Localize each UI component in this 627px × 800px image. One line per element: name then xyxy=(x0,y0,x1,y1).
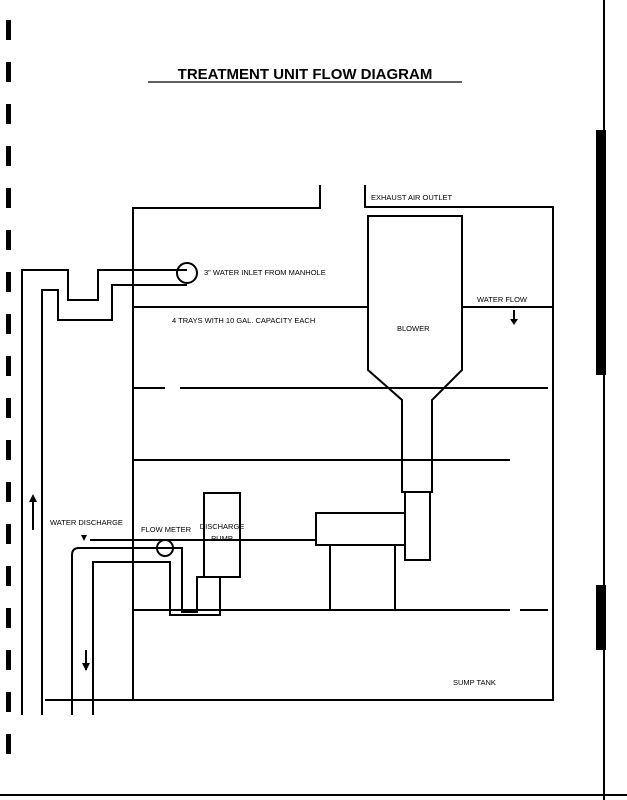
inlet-pipe xyxy=(21,262,198,715)
inlet-label: 3" WATER INLET FROM MANHOLE xyxy=(204,268,326,277)
flow-meter-icon xyxy=(156,539,174,557)
flow-meter-label: FLOW METER xyxy=(141,525,192,534)
sump-tank-label: SUMP TANK xyxy=(453,678,496,687)
trays xyxy=(133,306,553,611)
discharge-pipe xyxy=(71,535,316,715)
blower-label: BLOWER xyxy=(397,324,430,333)
discharge-pump-label-1: DISCHARGE xyxy=(200,522,245,531)
trays-label: 4 TRAYS WITH 10 GAL. CAPACITY EACH xyxy=(172,316,315,325)
diagram-title: TREATMENT UNIT FLOW DIAGRAM xyxy=(178,66,433,83)
inlet-valve-icon xyxy=(176,262,198,284)
discharge-pump xyxy=(203,492,241,578)
water-flow-label: WATER FLOW xyxy=(477,295,528,304)
blower-duct xyxy=(404,491,431,561)
tank-frame xyxy=(45,185,554,701)
exhaust-label: EXHAUST AIR OUTLET xyxy=(371,193,453,202)
manifold-box xyxy=(315,512,406,546)
discharge-pump-label-2: PUMP xyxy=(211,534,233,543)
flow-up-arrow-icon xyxy=(29,494,37,530)
discharge-arrow-icon xyxy=(81,535,87,541)
binder-marks xyxy=(6,20,11,754)
water-flow-arrow-icon xyxy=(510,310,518,325)
water-discharge-label: WATER DISCHARGE xyxy=(50,518,123,527)
flow-down-arrow-icon xyxy=(82,650,90,671)
blower xyxy=(367,215,463,493)
